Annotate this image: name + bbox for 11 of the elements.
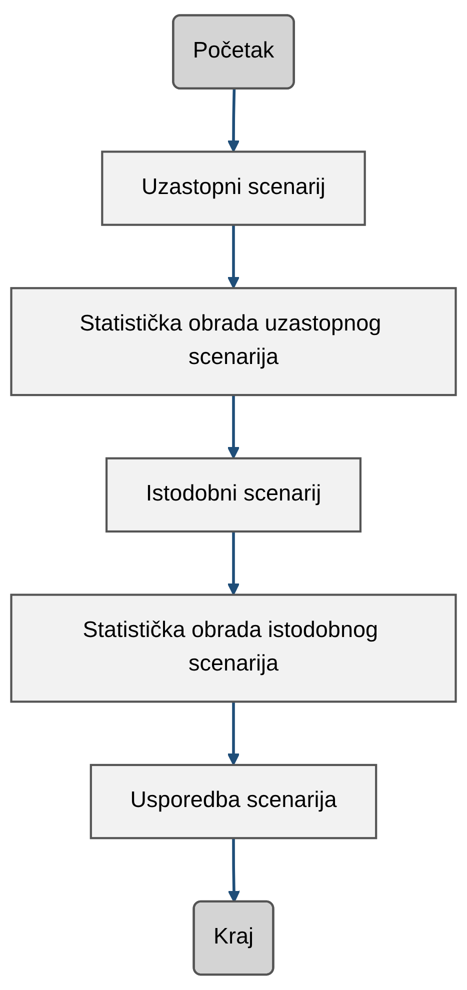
arrow	[227, 532, 240, 596]
arrow	[227, 702, 240, 766]
arrow	[227, 224, 240, 289]
node-box: Statistička obrada uzastopnog scenarija	[10, 287, 457, 396]
node-box: Usporedba scenarija	[90, 764, 378, 840]
arrow	[228, 838, 240, 903]
arrow	[227, 89, 240, 152]
node-box: Uzastopni scenarij	[101, 150, 366, 226]
node-box: Istodobni scenarij	[106, 457, 362, 533]
arrow	[227, 395, 240, 459]
node-box: Statistička obrada istodobnog scenarija	[10, 594, 457, 703]
